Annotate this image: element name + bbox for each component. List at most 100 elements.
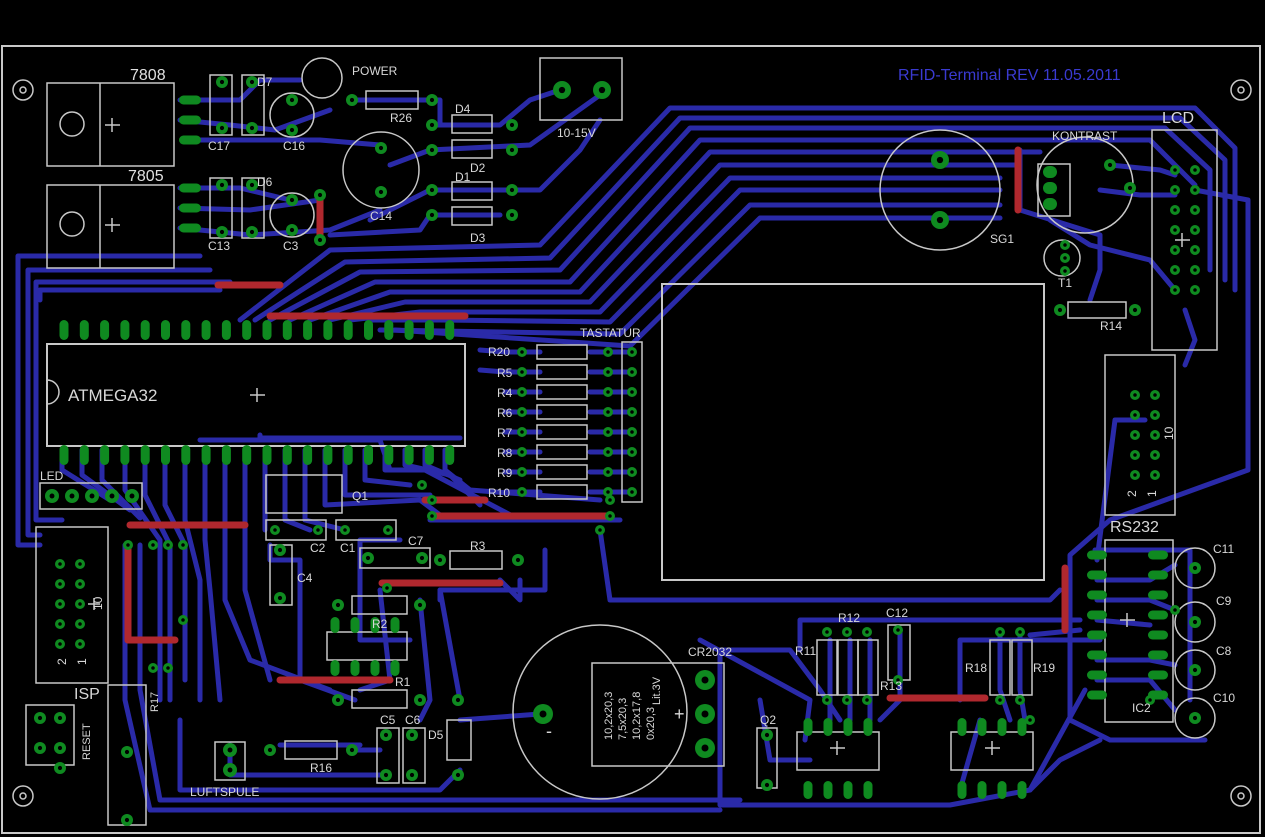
labels: RFID-Terminal REV 11.05.2011 7808 7805 P… bbox=[40, 64, 1235, 799]
drill-hole bbox=[520, 410, 524, 414]
drill-hole bbox=[520, 350, 524, 354]
drill-hole bbox=[1063, 256, 1067, 260]
drill-hole bbox=[1173, 208, 1177, 212]
pad bbox=[330, 660, 340, 676]
label-r4: R4 bbox=[497, 386, 513, 400]
drill-hole bbox=[58, 582, 62, 586]
drill-hole bbox=[630, 410, 634, 414]
drill-hole bbox=[1173, 168, 1177, 172]
drill-hole bbox=[509, 212, 515, 218]
pad bbox=[1017, 718, 1027, 736]
drill-hole bbox=[249, 182, 255, 188]
pad bbox=[303, 445, 313, 465]
drill-hole bbox=[1193, 168, 1197, 172]
label-rs232: RS232 bbox=[1110, 519, 1159, 536]
drill-hole bbox=[1133, 393, 1137, 397]
drill-hole bbox=[896, 678, 900, 682]
drill-hole bbox=[608, 514, 612, 518]
label-battery-plus: + bbox=[674, 704, 685, 724]
drill-hole bbox=[219, 229, 225, 235]
label-d2: D2 bbox=[470, 161, 486, 175]
drill-hole bbox=[378, 189, 384, 195]
pad bbox=[1043, 182, 1057, 194]
label-luftspule: LUFTSPULE bbox=[190, 785, 259, 799]
label-lcd: LCD bbox=[1162, 110, 1194, 127]
drill-hole bbox=[1193, 188, 1197, 192]
pad bbox=[179, 183, 201, 193]
label-c3: C3 bbox=[283, 239, 299, 253]
drill-hole bbox=[1132, 307, 1138, 313]
drill-hole bbox=[1193, 248, 1197, 252]
label-isp-pin2: 2 bbox=[55, 658, 69, 665]
label-r12: R12 bbox=[838, 611, 860, 625]
drill-hole bbox=[630, 450, 634, 454]
drill-hole bbox=[598, 86, 606, 94]
pad bbox=[1148, 650, 1168, 660]
component-origins bbox=[88, 118, 1190, 755]
pad bbox=[221, 320, 231, 340]
drill-hole bbox=[606, 410, 610, 414]
pad bbox=[1087, 550, 1107, 560]
pad bbox=[323, 320, 333, 340]
drill-hole bbox=[520, 390, 524, 394]
drill-hole bbox=[378, 145, 384, 151]
label-rs232-pin10: 10 bbox=[1162, 426, 1176, 440]
drill-hole bbox=[277, 595, 283, 601]
drill-hole bbox=[89, 493, 95, 499]
pad bbox=[59, 320, 69, 340]
pad bbox=[364, 445, 373, 465]
pad bbox=[179, 115, 201, 125]
drill-hole bbox=[606, 370, 610, 374]
pad bbox=[843, 718, 853, 736]
pads bbox=[34, 76, 1201, 826]
label-r10: R10 bbox=[488, 486, 510, 500]
drill-hole bbox=[430, 498, 434, 502]
drill-hole bbox=[630, 370, 634, 374]
drill-hole bbox=[316, 528, 320, 532]
pad bbox=[1087, 610, 1107, 620]
pad bbox=[343, 445, 353, 465]
pad bbox=[350, 617, 360, 633]
pad bbox=[181, 445, 191, 465]
pad bbox=[404, 320, 414, 340]
label-7808: 7808 bbox=[130, 67, 166, 84]
drill-hole bbox=[701, 676, 709, 684]
label-kontrast: KONTRAST bbox=[1052, 129, 1118, 143]
label-r16: R16 bbox=[310, 761, 332, 775]
drill-hole bbox=[227, 767, 233, 773]
pad bbox=[179, 203, 201, 213]
label-c11: C11 bbox=[1213, 542, 1234, 556]
pad bbox=[390, 660, 400, 676]
drill-hole bbox=[606, 450, 610, 454]
drill-hole bbox=[701, 744, 709, 752]
drill-hole bbox=[37, 715, 43, 721]
pad bbox=[823, 718, 833, 736]
drill-hole bbox=[630, 490, 634, 494]
label-rs232-pin2: 2 bbox=[1125, 490, 1139, 497]
drill-hole bbox=[509, 122, 515, 128]
drill-hole bbox=[539, 710, 547, 718]
label-supply: 10-15V bbox=[557, 126, 596, 140]
drill-hole bbox=[455, 772, 461, 778]
drill-hole bbox=[429, 97, 435, 103]
pad bbox=[1043, 198, 1057, 210]
label-led: LED bbox=[40, 469, 64, 483]
pad bbox=[957, 718, 967, 736]
drill-hole bbox=[249, 125, 255, 131]
drill-hole bbox=[1133, 473, 1137, 477]
label-battery-minus: - bbox=[546, 721, 552, 741]
pad bbox=[823, 781, 833, 799]
drill-hole bbox=[343, 528, 347, 532]
drill-hole bbox=[289, 197, 295, 203]
drill-hole bbox=[764, 732, 770, 738]
drill-hole bbox=[1107, 162, 1113, 168]
drill-hole bbox=[437, 557, 443, 563]
drill-hole bbox=[520, 470, 524, 474]
pad bbox=[120, 445, 130, 465]
drill-hole bbox=[1057, 307, 1063, 313]
label-d6: D6 bbox=[257, 175, 273, 189]
pad bbox=[843, 781, 853, 799]
drill-hole bbox=[420, 483, 424, 487]
label-r1: R1 bbox=[395, 675, 411, 689]
